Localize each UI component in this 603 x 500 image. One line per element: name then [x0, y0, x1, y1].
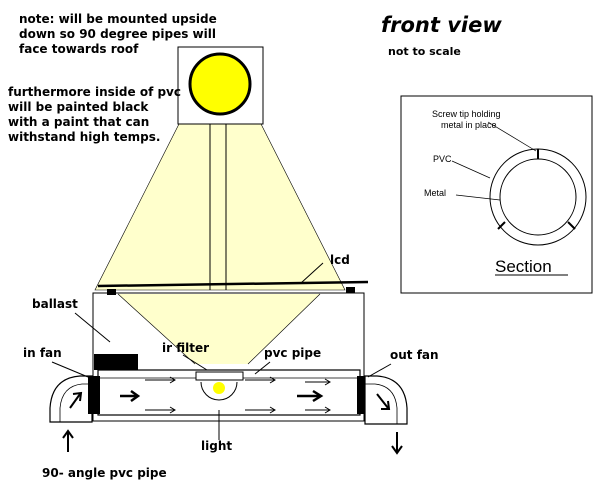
- out-elbow-pipe: [364, 375, 408, 425]
- pvc-section-label: PVC: [433, 154, 452, 164]
- screw-left: [497, 221, 506, 230]
- paint-line-4: withstand high temps.: [8, 130, 160, 144]
- ballast-leader: [74, 312, 111, 343]
- screw-label-2: metal in place: [441, 120, 497, 130]
- note-line-3: face towards roof: [19, 42, 139, 56]
- paint-line-3: with a paint that can: [8, 115, 149, 129]
- pvc-pipe-label: pvc pipe: [264, 346, 321, 360]
- lcd-panel: [97, 280, 369, 288]
- in-fan-label: in fan: [23, 346, 62, 360]
- lamp-lens: [188, 52, 252, 116]
- note-line-2: down so 90 degree pipes will: [19, 27, 216, 41]
- in-elbow-pipe: [49, 375, 93, 423]
- enclosure-box: [92, 292, 365, 422]
- beam-lower: [118, 294, 320, 364]
- note-line-1: note: will be mounted upside: [19, 12, 217, 26]
- paint-line-2: will be painted black: [8, 100, 149, 114]
- screw-leader: [487, 121, 537, 152]
- lcd-bracket-right: [346, 287, 355, 293]
- metal-section-label: Metal: [424, 188, 446, 198]
- pvc-pipe-leader: [254, 361, 271, 375]
- lcd-leader: [300, 262, 324, 284]
- airflow-arrows: [145, 376, 331, 414]
- ir-filter-label: ir filter: [162, 341, 209, 355]
- out-fan-label: out fan: [390, 348, 439, 362]
- ir-filter-leader: [182, 354, 208, 371]
- in-air-arrow: [62, 429, 74, 452]
- section-inset: Screw tip holding metal in place PVC Met…: [400, 95, 593, 294]
- out-air-arrow: [391, 432, 403, 455]
- page-subtitle: not to scale: [388, 45, 461, 58]
- screw-label-1: Screw tip holding: [432, 109, 501, 119]
- ballast-block: [94, 354, 138, 370]
- paint-line-1: furthermore inside of pvc: [8, 85, 181, 99]
- pvc-leader: [451, 160, 491, 179]
- section-title: Section: [495, 257, 552, 276]
- section-metal-ring: [499, 158, 577, 236]
- in-fan-leader: [51, 361, 89, 378]
- airflow-arrows-large: [120, 389, 324, 403]
- light-beam: [94, 121, 346, 291]
- metal-leader: [455, 194, 501, 201]
- page-title: front view: [381, 13, 502, 37]
- light-bulb: [213, 382, 225, 394]
- lcd-bracket-left: [107, 289, 116, 295]
- ballast-label: ballast: [32, 297, 78, 311]
- out-fan-leader: [367, 363, 392, 378]
- ir-filter: [195, 371, 244, 381]
- lcd-label: lcd: [330, 253, 350, 267]
- screw-right: [567, 221, 576, 230]
- light-label: light: [201, 439, 232, 453]
- angle-pipe-label: 90- angle pvc pipe: [42, 466, 167, 480]
